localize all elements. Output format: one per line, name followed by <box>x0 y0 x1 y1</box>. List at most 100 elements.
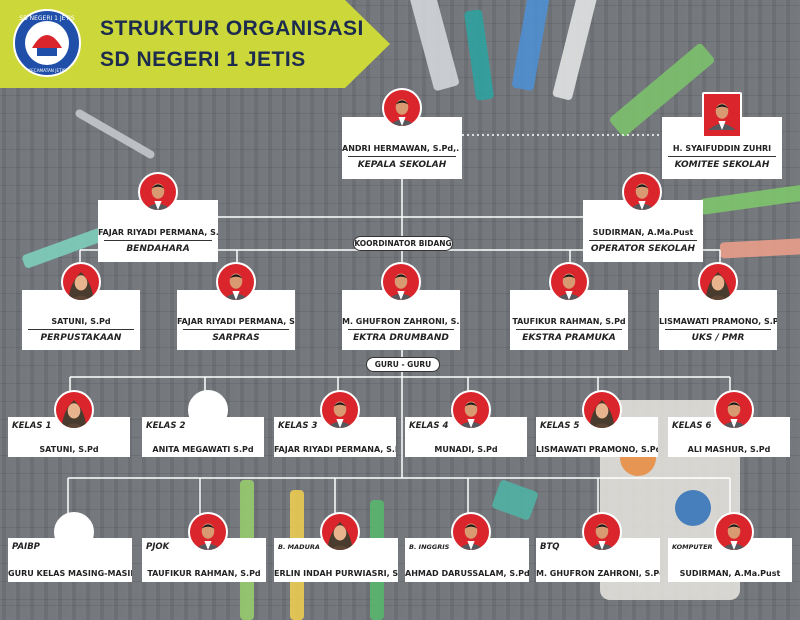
person-name: MUNADI, S.Pd <box>434 445 498 454</box>
card-divider <box>668 156 776 157</box>
person-photo-man-icon <box>555 273 583 300</box>
person-photo <box>381 262 421 302</box>
person-photo <box>216 262 256 302</box>
person-name: SATUNI, S.Pd <box>51 317 111 326</box>
person-role: KEPALA SEKOLAH <box>357 160 447 170</box>
person-photo-man-icon <box>457 401 485 428</box>
person-name: ANDRI HERMAWAN, S.Pd,. Gr <box>342 144 462 153</box>
position-label: BTQ <box>540 542 560 552</box>
person-role: EKTRA DRUMBAND <box>353 333 449 343</box>
person-photo-man-icon <box>720 401 748 428</box>
position-label: KELAS 4 <box>409 421 449 431</box>
position-label: KELAS 1 <box>12 421 52 431</box>
person-photo-man-icon <box>387 273 415 300</box>
school-logo: SD NEGERI 1 JETIS KECAMATAN JETIS <box>13 9 81 77</box>
person-photo <box>622 172 662 212</box>
person-name: ANITA MEGAWATI S.Pd <box>152 445 254 454</box>
person-role: PERPUSTAKAAN <box>40 333 122 343</box>
photo-placeholder <box>54 512 94 552</box>
person-photo-man-icon <box>708 103 736 130</box>
logo-bottom-text: KECAMATAN JETIS <box>28 68 66 73</box>
card-mapel-5: M. GHUFRON ZAHRONI, S.Pd <box>536 538 660 582</box>
position-label: B. INGGRIS <box>409 543 450 551</box>
position-label: B. MADURA <box>278 543 320 551</box>
person-photo <box>714 512 754 552</box>
person-photo-man-icon <box>720 523 748 550</box>
person-name: TAUFIKUR RAHMAN, S.Pd <box>147 569 261 578</box>
person-photo <box>698 262 738 302</box>
person-name: M. GHUFRON ZAHRONI, S.Pd <box>342 317 460 326</box>
person-photo-man-icon <box>222 273 250 300</box>
person-photo-man-icon <box>194 523 222 550</box>
person-photo-hijab-icon <box>589 400 615 428</box>
person-photo <box>451 390 491 430</box>
page-subtitle: SD NEGERI 1 JETIS <box>100 48 306 71</box>
person-name: FAJAR RIYADI PERMANA, S.Pd <box>177 317 295 326</box>
person-name: SUDIRMAN, A.Ma.Pust <box>679 569 781 578</box>
position-label: KELAS 6 <box>672 421 712 431</box>
person-name: ERLIN INDAH PURWIASRI, S.Pd <box>274 569 398 578</box>
person-role: BENDAHARA <box>126 244 190 254</box>
person-name: M. GHUFRON ZAHRONI, S.Pd <box>536 569 660 578</box>
card-divider <box>665 329 771 330</box>
card-divider <box>348 156 456 157</box>
person-name: FAJAR RIYADI PERMANA, S.Pd <box>274 445 396 454</box>
person-role: UKS / PMR <box>691 333 745 343</box>
decor-paint <box>675 490 711 526</box>
person-name: LISMAWATI PRAMONO, S.Pd <box>536 445 658 454</box>
person-name: TAUFIKUR RAHMAN, S.Pd <box>512 317 626 326</box>
person-photo-hijab-icon <box>327 522 353 550</box>
person-role: KOMITEE SEKOLAH <box>674 160 770 170</box>
person-role: EKSTRA PRAMUKA <box>522 333 616 343</box>
person-photo <box>54 390 94 430</box>
person-name: FAJAR RIYADI PERMANA, S.Pd <box>98 228 218 237</box>
position-label: PAIBP <box>12 542 40 552</box>
person-photo <box>138 172 178 212</box>
position-label: PJOK <box>146 542 170 552</box>
person-photo-man-icon <box>388 99 416 126</box>
person-photo <box>320 390 360 430</box>
person-photo-hijab-icon <box>705 272 731 300</box>
card-divider <box>348 329 454 330</box>
card-divider <box>516 329 622 330</box>
card-divider <box>589 240 697 241</box>
position-label: KELAS 5 <box>540 421 580 431</box>
photo-placeholder <box>188 390 228 430</box>
person-photo <box>61 262 101 302</box>
person-photo-man-icon <box>588 523 616 550</box>
person-photo-hijab-icon <box>68 272 94 300</box>
person-photo <box>702 92 742 138</box>
position-label: KOMPUTER <box>672 543 713 551</box>
guru-guru-label: GURU - GURU <box>366 357 440 372</box>
card-divider <box>28 329 134 330</box>
person-name: ALI MASHUR, S.Pd <box>687 445 771 454</box>
page-title: STRUKTUR ORGANISASI <box>100 17 364 40</box>
person-name: H. SYAIFUDDIN ZUHRI <box>672 144 772 153</box>
person-role: SARPRAS <box>212 333 260 343</box>
person-photo-man-icon <box>628 183 656 210</box>
person-photo-man-icon <box>144 183 172 210</box>
person-photo <box>582 390 622 430</box>
person-photo <box>188 512 228 552</box>
person-photo <box>320 512 360 552</box>
person-photo-hijab-icon <box>61 400 87 428</box>
koordinator-bidang-label: KOORDINATOR BIDANG <box>353 236 453 251</box>
person-photo <box>714 390 754 430</box>
person-photo <box>451 512 491 552</box>
logo-top-text: SD NEGERI 1 JETIS <box>19 15 75 22</box>
person-photo-man-icon <box>326 401 354 428</box>
position-label: KELAS 2 <box>146 421 186 431</box>
person-name: LISMAWATI PRAMONO, S.Pd <box>659 317 777 326</box>
person-name: GURU KELAS MASING-MASING <box>8 569 132 578</box>
card-divider <box>104 240 212 241</box>
card-divider <box>183 329 289 330</box>
person-role: OPERATOR SEKOLAH <box>590 244 696 254</box>
person-name: SATUNI, S.Pd <box>39 445 99 454</box>
position-label: KELAS 3 <box>278 421 318 431</box>
person-photo-man-icon <box>457 523 485 550</box>
person-photo <box>382 88 422 128</box>
person-name: AHMAD DARUSSALAM, S.Pd <box>405 569 529 578</box>
person-photo <box>549 262 589 302</box>
person-name: SUDIRMAN, A.Ma.Pust <box>592 228 694 237</box>
